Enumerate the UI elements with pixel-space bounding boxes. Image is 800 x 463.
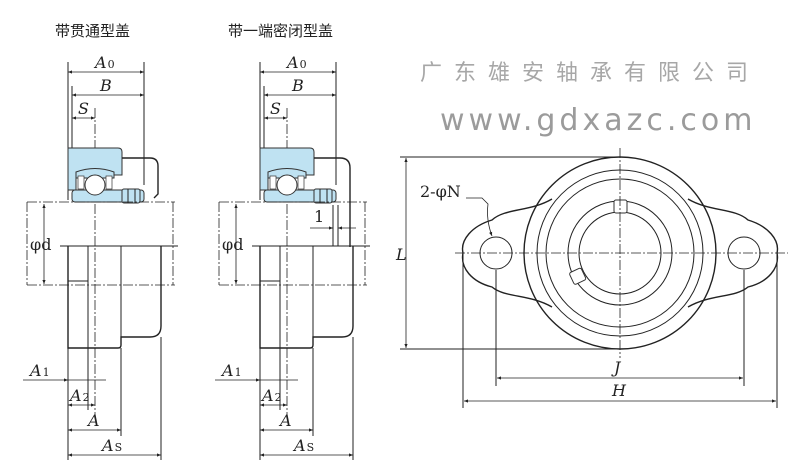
side-view-closed-cover: [215, 62, 370, 460]
labels-view-2: A0 B S 1 φd A1 A2 A AS: [220, 53, 324, 455]
through-cover-outline: [122, 157, 159, 199]
watermark-company: 广东雄安轴承有限公司: [420, 61, 760, 86]
label-A: A: [278, 411, 292, 430]
label-A1: A1: [28, 361, 50, 380]
label-d: φd: [222, 235, 243, 254]
label-A0: A0: [93, 53, 115, 72]
label-B: B: [291, 76, 304, 95]
title-closed-cover: 带一端密闭型盖: [228, 22, 333, 40]
label-S: S: [270, 99, 281, 118]
title-through-cover: 带贯通型盖: [55, 22, 130, 40]
label-N: 2-φN: [420, 182, 461, 201]
set-screw: [569, 267, 587, 285]
label-S: S: [78, 99, 89, 118]
label-A: A: [86, 411, 100, 430]
label-A0: A0: [285, 53, 307, 72]
label-A2: A2: [260, 386, 282, 405]
closed-cover-outline: [314, 157, 351, 247]
label-A2: A2: [68, 386, 90, 405]
label-J: J: [611, 358, 622, 377]
label-L: L: [395, 245, 407, 264]
labels-view-1: A0 B S φd A1 A2 A AS: [28, 53, 122, 455]
label-As: AS: [292, 436, 314, 455]
label-B: B: [99, 76, 112, 95]
label-H: H: [611, 381, 627, 400]
label-1: 1: [314, 207, 324, 226]
label-d: φd: [30, 235, 51, 254]
watermark-url: www.gdxazc.com: [440, 103, 756, 138]
side-view-through-cover: [23, 62, 178, 460]
front-view-flange: 2-φN L J H: [395, 148, 788, 408]
set-screw: [613, 199, 628, 214]
label-A1: A1: [220, 361, 242, 380]
label-As: AS: [100, 436, 122, 455]
